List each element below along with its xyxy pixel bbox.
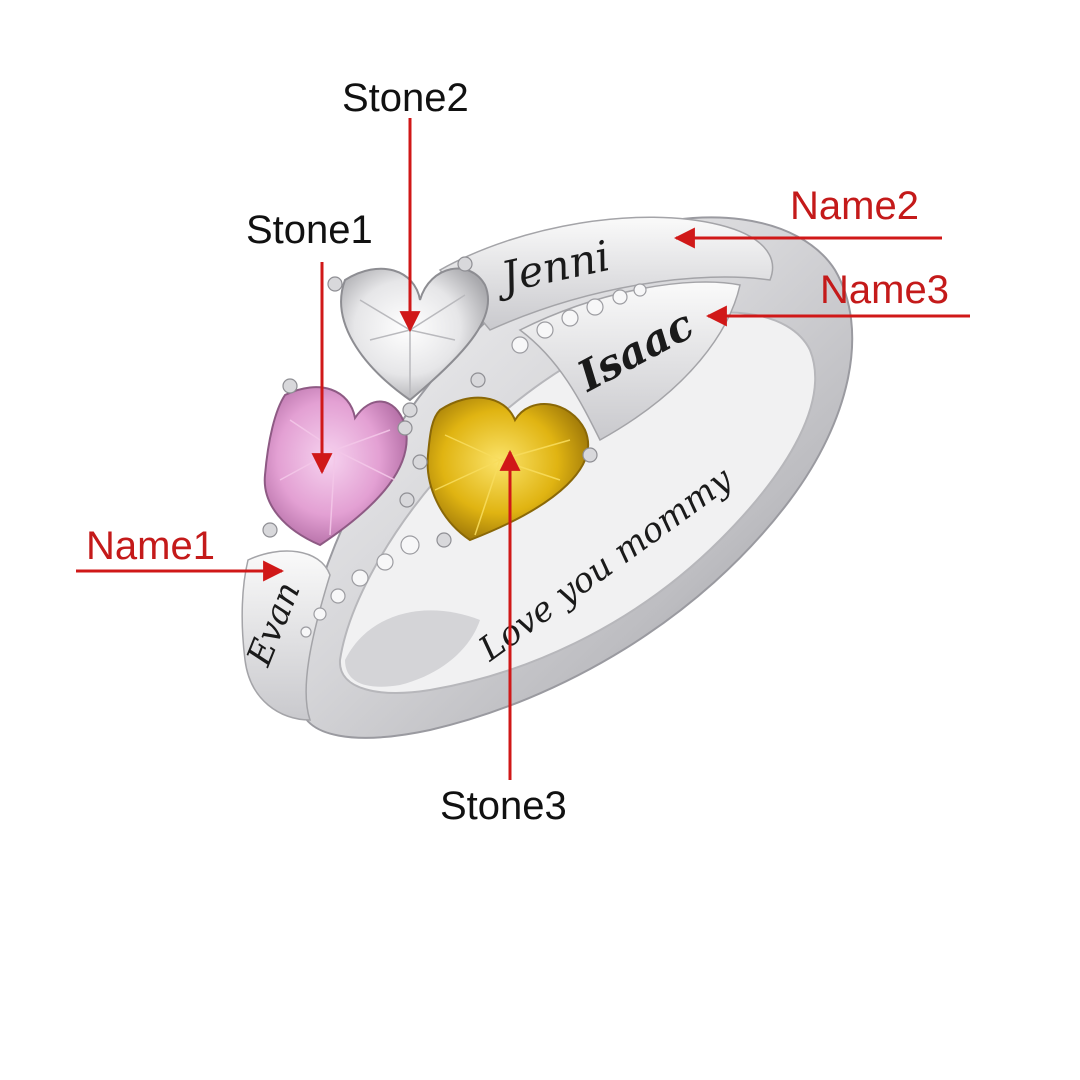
label-stone2: Stone2 xyxy=(342,76,469,120)
label-name3: Name3 xyxy=(820,268,949,312)
label-stone1: Stone1 xyxy=(246,208,373,252)
stone1-pink-heart xyxy=(262,378,415,547)
label-stone3: Stone3 xyxy=(440,784,567,828)
callout-arrows xyxy=(76,118,970,780)
ring-inner-shading xyxy=(345,610,480,687)
ring-shank-left xyxy=(241,550,331,721)
label-name2: Name2 xyxy=(790,184,919,228)
accent-stones xyxy=(300,283,647,638)
label-name1: Name1 xyxy=(86,524,215,568)
